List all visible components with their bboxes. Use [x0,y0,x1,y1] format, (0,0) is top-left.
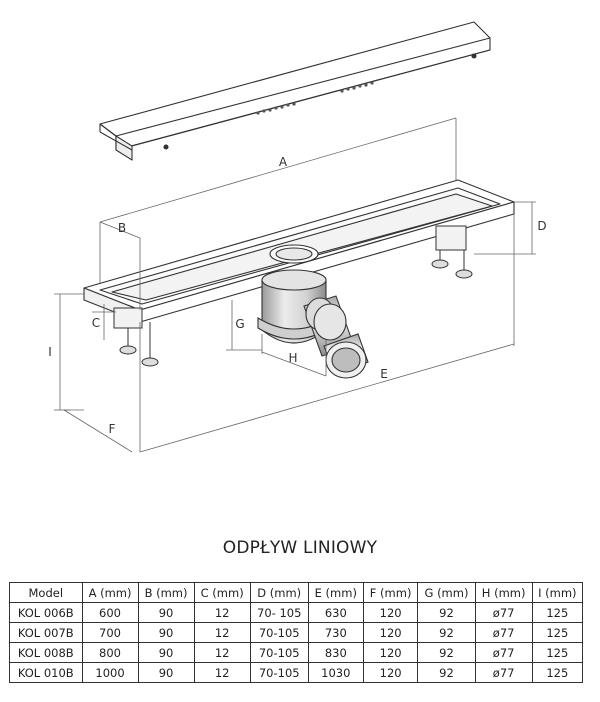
table-cell: 125 [531,642,584,663]
label-d: D [537,219,546,233]
table-cell: 12 [193,662,251,683]
table-header-row: Model A (mm) B (mm) C (mm) D (mm) E (mm)… [9,582,584,603]
table-cell: 90 [137,622,195,643]
table-cell: 120 [362,622,419,643]
label-i: I [48,345,52,359]
table-row: KOL 010B 1000 90 12 70-105 1030 120 92 ø… [9,662,584,683]
table-cell: 12 [193,602,251,623]
table-row: KOL 008B 800 90 12 70-105 830 120 92 ø77… [9,642,584,663]
header-cell: D (mm) [249,582,309,603]
table-cell: 12 [193,622,251,643]
dimension-c: C [92,304,116,340]
dimension-b: B [99,221,141,310]
table-cell: 90 [137,602,195,623]
grate-slots [256,81,374,115]
table-cell: 700 [81,622,139,643]
header-cell: G (mm) [417,582,476,603]
dimension-a: A [99,117,457,290]
table-cell: 70-105 [249,662,309,683]
table-cell: ø77 [474,642,533,663]
dimension-h: H [261,334,327,377]
table-cell: KOL 010B [9,662,83,683]
table-cell: 90 [137,642,195,663]
table-cell: 70- 105 [249,602,309,623]
label-b: B [118,221,126,235]
page-title: ODPŁYW LINIOWY [222,538,378,558]
outlet-pipe [303,295,369,379]
table-cell: ø77 [474,622,533,643]
table-cell: 830 [307,642,364,663]
dimension-e: E [139,214,515,453]
leveling-feet [113,225,473,367]
label-c: C [92,316,100,330]
table-cell: 1030 [307,662,364,683]
table-cell: 92 [417,622,476,643]
header-cell: H (mm) [474,582,533,603]
table-cell: 12 [193,642,251,663]
dimension-i: I [48,293,84,411]
table-cell: 120 [362,642,419,663]
table-cell: 70-105 [249,642,309,663]
dimension-d: D [474,201,547,255]
grate-cover [99,21,491,161]
table-cell: 92 [417,602,476,623]
table-cell: 90 [137,662,195,683]
table-cell: 120 [362,662,419,683]
table-row: KOL 007B 700 90 12 70-105 730 120 92 ø77… [9,622,584,643]
table-cell: 92 [417,642,476,663]
table-cell: KOL 006B [9,602,83,623]
table-cell: ø77 [474,602,533,623]
table-cell: KOL 008B [9,642,83,663]
label-f: F [109,422,116,436]
dimension-g: G [226,300,262,351]
table-cell: 630 [307,602,364,623]
spec-table: Model A (mm) B (mm) C (mm) D (mm) E (mm)… [9,582,584,683]
table-cell: 730 [307,622,364,643]
table-cell: 125 [531,602,584,623]
table-cell: 1000 [81,662,139,683]
technical-drawing: A [48,21,547,453]
label-g: G [235,317,244,331]
table-cell: 92 [417,662,476,683]
header-cell: I (mm) [531,582,584,603]
header-cell: Model [9,582,83,603]
table-cell: 125 [531,622,584,643]
header-cell: B (mm) [137,582,195,603]
table-cell: 70-105 [249,622,309,643]
table-row: KOL 006B 600 90 12 70- 105 630 120 92 ø7… [9,602,584,623]
table-cell: ø77 [474,662,533,683]
header-cell: A (mm) [81,582,139,603]
label-h: H [288,351,297,365]
header-cell: C (mm) [193,582,251,603]
table-cell: 600 [81,602,139,623]
table-cell: 125 [531,662,584,683]
header-cell: E (mm) [307,582,364,603]
table-cell: 800 [81,642,139,663]
table-cell: 120 [362,602,419,623]
trap-body [257,269,331,344]
dimension-f: F [63,409,133,453]
header-cell: F (mm) [362,582,419,603]
label-e: E [380,367,388,381]
label-a: A [279,155,288,169]
table-cell: KOL 007B [9,622,83,643]
